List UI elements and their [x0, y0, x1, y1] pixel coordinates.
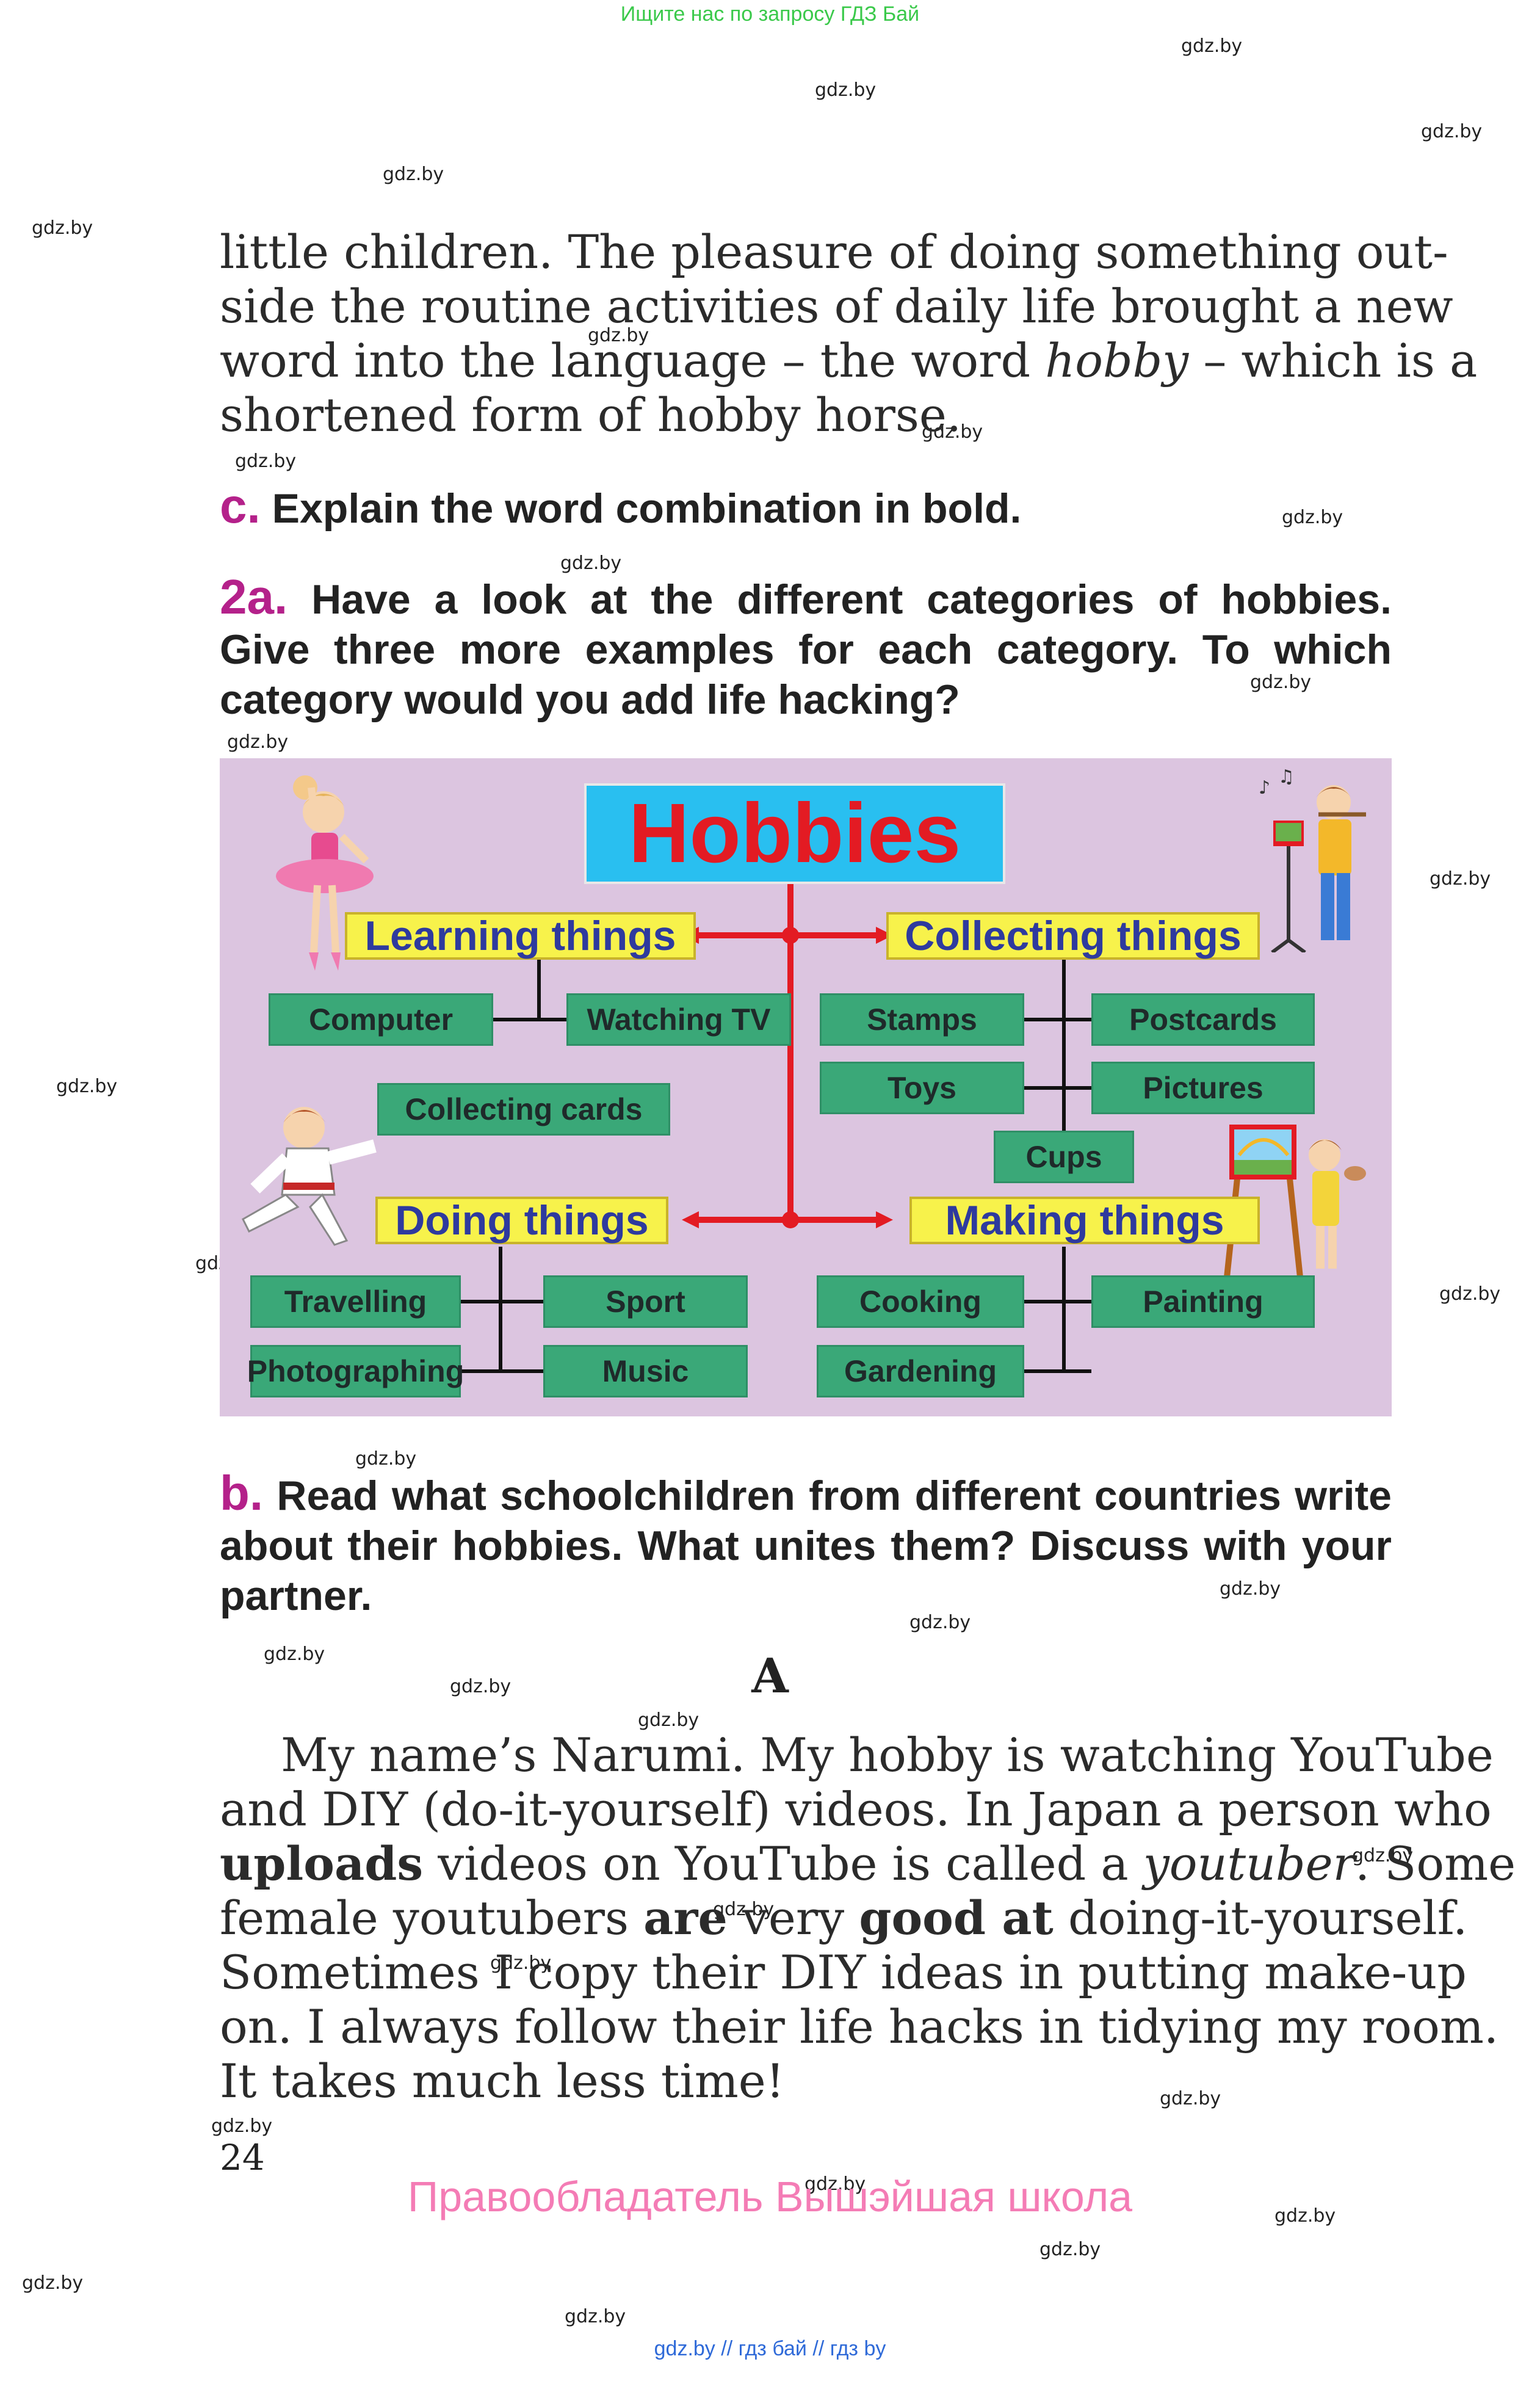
page-number: 24	[220, 2137, 265, 2178]
watermark: gdz.by	[1439, 1283, 1501, 1305]
watermark: gdz.by	[227, 731, 289, 753]
hobby-postcards: Postcards	[1091, 993, 1315, 1046]
watermark: gdz.by	[1250, 672, 1312, 693]
text-line: Sometimes I copy their DIY ideas in putt…	[220, 1945, 1467, 1999]
watermark: gdz.by	[56, 1076, 118, 1097]
watermark: gdz.by	[211, 2115, 273, 2137]
watermark: gdz.by	[713, 1899, 775, 1920]
bold-word: are	[643, 1891, 728, 1945]
watermark: gdz.by	[1160, 2088, 1221, 2109]
hobby-collecting-cards: Collecting cards	[377, 1083, 670, 1136]
category-collecting-things: Collecting things	[886, 912, 1260, 960]
watermark: gdz.by	[490, 1952, 552, 1974]
task-text: Have a look at the different categories …	[311, 576, 1392, 623]
category-learning-things: Learning things	[345, 912, 696, 960]
watermark: gdz.by	[22, 2272, 84, 2294]
watermark: gdz.by	[355, 1448, 417, 1470]
story-paragraph: My name’s Narumi. My hobby is watching Y…	[220, 1728, 1516, 2108]
diagram-title: Hobbies	[584, 783, 1005, 884]
hobby-stamps: Stamps	[820, 993, 1024, 1046]
watermark: gdz.by	[565, 2306, 626, 2327]
musician-boy-illustration: ♪ ♫	[1259, 769, 1366, 952]
text-line: little children. The pleasure of doing s…	[220, 225, 1448, 279]
svg-text:♪: ♪	[1259, 777, 1270, 799]
task-text: category would you add life hacking?	[220, 676, 960, 723]
hobbies-diagram: ♪ ♫ Hobbies	[220, 758, 1392, 1416]
task-text: about their hobbies. What unites them? D…	[220, 1523, 1392, 1569]
watermark: gdz.by	[32, 217, 93, 239]
svg-text:♫: ♫	[1278, 769, 1295, 788]
italic-word: youtuber	[1143, 1836, 1355, 1891]
hobby-travelling: Travelling	[250, 1275, 461, 1328]
watermark: gdz.by	[235, 451, 297, 472]
rights-holder: Правообладатель Вышэйшая школа	[407, 2173, 1133, 2220]
ballerina-illustration	[276, 775, 374, 971]
watermark: gdz.by	[1421, 121, 1483, 142]
text-line: on. I always follow their life hacks in …	[220, 1999, 1499, 2054]
watermark: gdz.by	[922, 421, 983, 443]
hobby-sport: Sport	[543, 1275, 748, 1328]
text-line: word into the language – the word hobby …	[220, 333, 1478, 388]
watermark: gdz.by	[1282, 507, 1343, 528]
task-text: Give three more examples for each catego…	[220, 626, 1392, 673]
hobby-photographing: Photographing	[247, 1345, 464, 1397]
watermark: gdz.by	[1274, 2205, 1336, 2227]
hobby-painting: Painting	[1091, 1275, 1315, 1328]
bold-word: uploads	[220, 1836, 424, 1891]
hobby-pictures: Pictures	[1091, 1062, 1315, 1114]
text-line: and DIY (do-it-yourself) videos. In Japa…	[220, 1782, 1492, 1836]
watermark: gdz.by	[1039, 2239, 1101, 2260]
watermark: gdz.by	[264, 1644, 325, 1665]
task-b: b. Read what schoolchildren from differe…	[220, 1468, 1392, 1621]
footer-links: gdz.by // гдз бай // гдз by	[654, 2337, 886, 2360]
painter-girl-illustration	[1224, 1125, 1366, 1278]
task-number: b.	[220, 1466, 264, 1520]
task-2a: 2a. Have a look at the different categor…	[220, 572, 1392, 725]
watermark: gdz.by	[1430, 868, 1491, 890]
watermark: gdz.by	[1352, 1845, 1414, 1866]
text-line: uploads videos on YouTube is called a yo…	[220, 1836, 1516, 1891]
category-making-things: Making things	[909, 1197, 1260, 1244]
watermark: gdz.by	[383, 164, 444, 185]
section-letter: A	[751, 1648, 789, 1704]
karate-boy-illustration	[242, 1107, 377, 1246]
text-line: shortened form of hobby horse.	[220, 388, 962, 442]
task-text: Explain the word combination in bold.	[272, 485, 1022, 532]
bold-word: good at	[859, 1891, 1054, 1945]
hobby-gardening: Gardening	[817, 1345, 1024, 1397]
task-text: partner.	[220, 1573, 372, 1619]
intro-paragraph: little children. The pleasure of doing s…	[220, 225, 1478, 442]
watermark: gdz.by	[560, 553, 622, 574]
hobby-computer: Computer	[269, 993, 493, 1046]
task-number: c.	[220, 479, 261, 533]
diagram-connectors	[461, 884, 1091, 1373]
watermark: gdz.by	[1181, 35, 1243, 57]
watermark: gdz.by	[638, 1709, 700, 1731]
watermark: gdz.by	[909, 1612, 971, 1633]
top-search-note: Ищите нас по запросу ГДЗ Бай	[620, 2, 920, 26]
watermark: gdz.by	[588, 325, 649, 346]
watermark: gdz.by	[815, 79, 877, 101]
hobby-cooking: Cooking	[817, 1275, 1024, 1328]
text-line: female youtubers are very good at doing-…	[220, 1891, 1468, 1945]
text-line: side the routine activities of daily lif…	[220, 279, 1453, 333]
hobby-cups: Cups	[994, 1131, 1134, 1183]
watermark: gdz.by	[1220, 1578, 1281, 1600]
hobby-italic: hobby	[1045, 333, 1189, 388]
task-c: c. Explain the word combination in bold.	[220, 481, 1392, 534]
watermark: gdz.by	[450, 1676, 512, 1697]
hobby-music: Music	[543, 1345, 748, 1397]
hobby-watching-tv: Watching TV	[566, 993, 791, 1046]
hobby-toys: Toys	[820, 1062, 1024, 1114]
text-line: My name’s Narumi. My hobby is watching Y…	[281, 1728, 1494, 1782]
task-number: 2a.	[220, 570, 288, 624]
task-text: Read what schoolchildren from different …	[277, 1473, 1392, 1519]
text-line: It takes much less time!	[220, 2054, 785, 2108]
watermark: gdz.by	[804, 2173, 866, 2195]
category-doing-things: Doing things	[375, 1197, 668, 1244]
